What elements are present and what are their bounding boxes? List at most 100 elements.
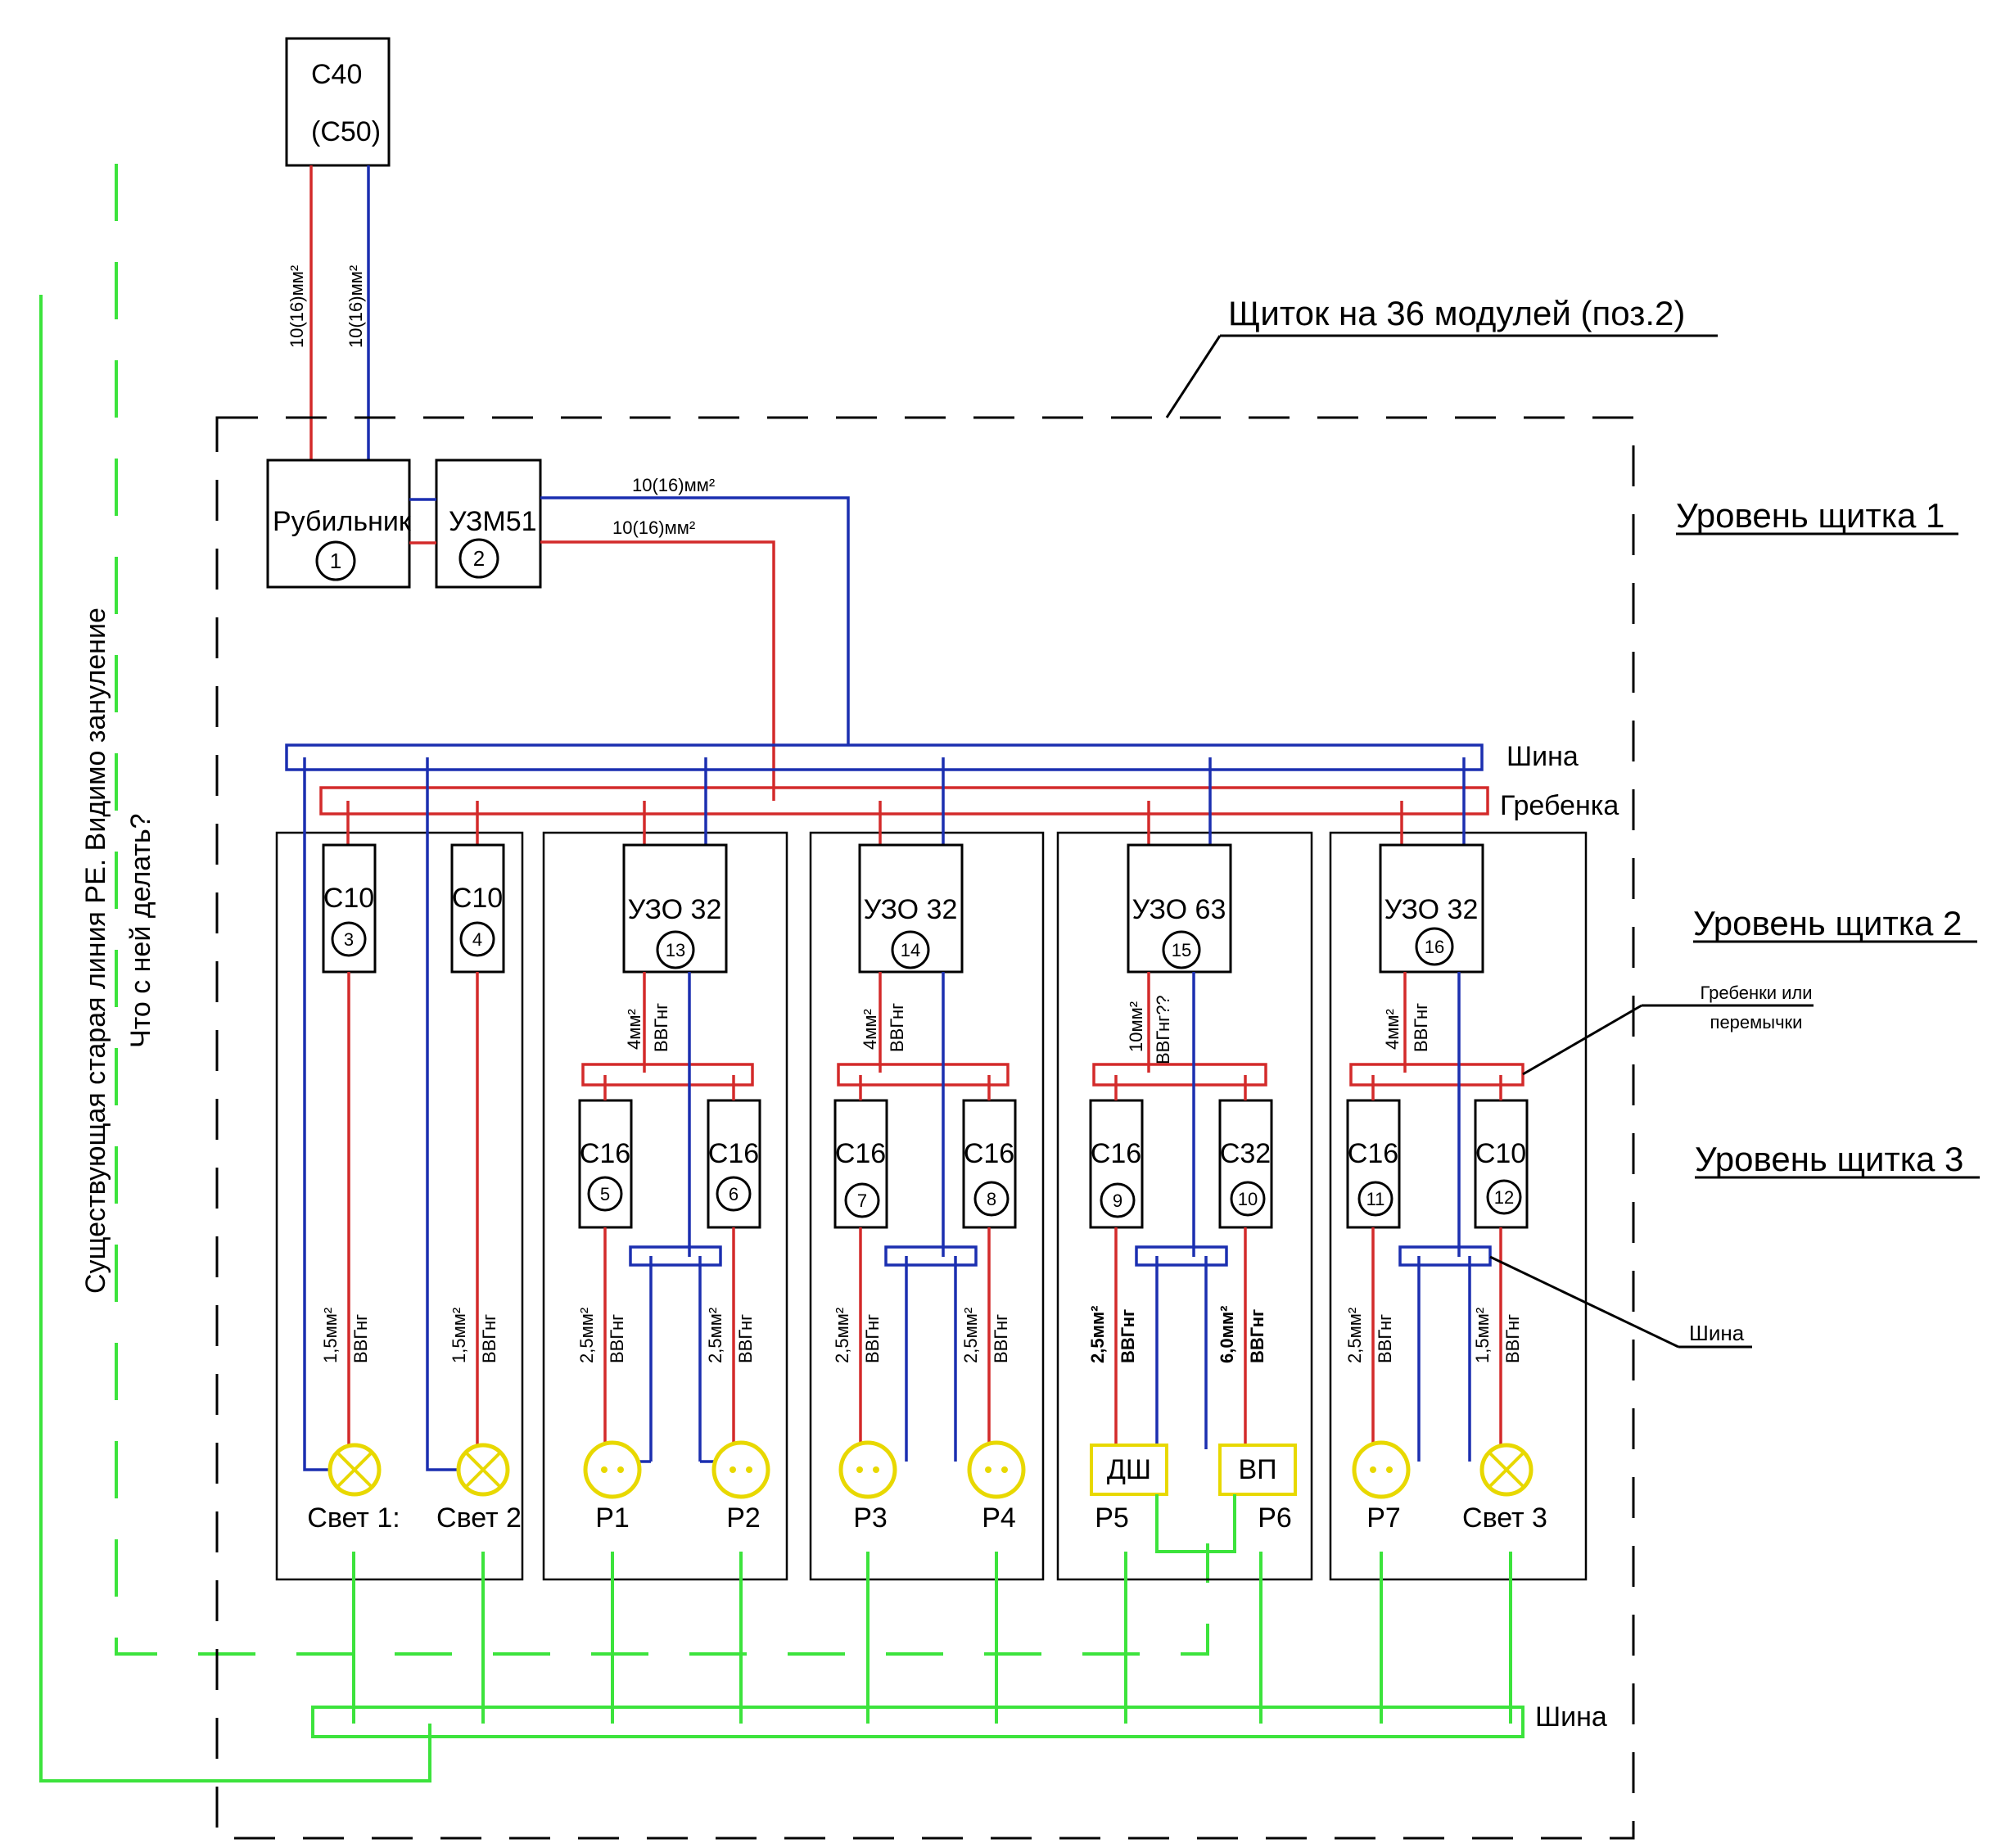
cable-c7: 2,5мм² <box>1087 1306 1108 1363</box>
voltage-relay <box>435 459 542 589</box>
comb-15-drops <box>1114 1075 1247 1100</box>
rcd-16-num: 16 <box>1425 937 1444 957</box>
load-3-label: Р1 <box>595 1502 630 1534</box>
rcd-16-cable-type: ВВГнг <box>1411 1003 1431 1052</box>
breaker-9-label: С16 <box>1091 1138 1141 1169</box>
cable-c1: 1,5мм² <box>320 1308 341 1363</box>
main-switch <box>266 459 411 589</box>
relay-phase-cable: 10(16)мм² <box>612 517 695 538</box>
cable-c7-type: ВВГнг <box>1118 1309 1138 1363</box>
phase-comb-label: Гребенка <box>1500 790 1619 821</box>
nbus-15 <box>1135 1245 1228 1267</box>
old-pe-line <box>39 295 431 1782</box>
breaker-10-label: С32 <box>1220 1138 1271 1169</box>
nbus-13-frame <box>649 1256 702 1462</box>
panel-frame <box>215 416 1635 1840</box>
cable-c5-type: ВВГнг <box>862 1314 883 1363</box>
comb-14-drops <box>859 1075 991 1100</box>
socket-p1 <box>583 1440 642 1499</box>
cable-c10: 1,5мм² <box>1472 1308 1493 1363</box>
breaker-9-num-circle <box>1100 1182 1136 1218</box>
cable-c2-type: ВВГнг <box>479 1314 499 1363</box>
old-pe-dashed-line <box>115 164 1209 1656</box>
breaker-11-label: С16 <box>1348 1138 1398 1169</box>
level-1-label: Уровень щитка 1 <box>1676 496 1945 535</box>
nbus-15-frame <box>1155 1256 1208 1449</box>
breaker-4-label: С10 <box>452 883 503 914</box>
comb-13 <box>581 1063 754 1087</box>
circuit-cable-labels: 1,5мм² ВВГнг 1,5мм² ВВГнг 2,5мм² ВВГнг 2… <box>320 1306 1523 1363</box>
breaker-11-num-circle <box>1357 1181 1393 1217</box>
breaker-4-num-circle <box>459 921 495 957</box>
comb-13-drops <box>603 1075 735 1100</box>
rcd-13-num-circle <box>656 930 695 969</box>
earth-bus-label: Шина <box>1535 1701 1607 1733</box>
lamp-1 <box>327 1443 382 1497</box>
comb-callout-leader <box>1522 1004 1642 1076</box>
cable-c9: 2,5мм² <box>1344 1308 1365 1363</box>
load-1-label: Свет 1: <box>307 1502 400 1534</box>
breaker-12-num-circle <box>1486 1179 1522 1215</box>
breaker-6-num: 6 <box>729 1184 739 1204</box>
nbus-callout-leader <box>1489 1255 1679 1349</box>
comb-15 <box>1092 1063 1267 1087</box>
cable-c5: 2,5мм² <box>832 1308 852 1363</box>
breaker-3-num: 3 <box>344 929 354 950</box>
cable-c1-type: ВВГнг <box>350 1314 371 1363</box>
group-frame-5 <box>1329 831 1588 1581</box>
breaker-9-num: 9 <box>1113 1191 1122 1211</box>
breaker-8-num-circle <box>973 1181 1010 1217</box>
group-frame-1 <box>275 831 524 1581</box>
rcd-14-cable: 4мм² <box>860 1009 880 1050</box>
breaker-5-num-circle <box>587 1176 623 1212</box>
relay-neutral-cable: 10(16)мм² <box>632 475 715 495</box>
circuit-2-neutral <box>426 757 458 1471</box>
load-box-vp-label: ВП <box>1238 1454 1276 1485</box>
socket-p7 <box>1352 1440 1411 1499</box>
socket-p4 <box>967 1440 1026 1499</box>
breaker-10-num-circle <box>1230 1181 1266 1217</box>
breaker-5-label: С16 <box>580 1138 630 1169</box>
side-note-line2: Что с ней делать? <box>125 813 156 1048</box>
breaker-3-num-circle <box>331 921 367 957</box>
lamp-3 <box>1479 1443 1534 1497</box>
breaker-7-num-circle <box>844 1182 880 1218</box>
cable-c10-type: ВВГнг <box>1502 1314 1523 1363</box>
neutral-bus <box>285 743 1484 771</box>
main-switch-num-circle <box>315 540 356 581</box>
rcd-14-num-circle <box>891 930 930 969</box>
panel-title: Щиток на 36 модулей (поз.2) <box>1228 294 1685 332</box>
breaker-10-num: 10 <box>1238 1189 1258 1209</box>
cable-c6: 2,5мм² <box>960 1308 981 1363</box>
relay-to-bus-neutral <box>540 496 850 745</box>
level-3-label: Уровень щитка 3 <box>1695 1140 1963 1178</box>
voltage-relay-num-circle <box>458 538 499 579</box>
rcd-14-num: 14 <box>901 940 920 960</box>
cable-c3: 2,5мм² <box>576 1308 597 1363</box>
rcd-13-num: 13 <box>666 940 685 960</box>
main-switch-num: 1 <box>330 549 341 573</box>
rcd-16 <box>1379 843 1484 974</box>
breaker-6-num-circle <box>716 1176 752 1212</box>
input-breaker <box>285 37 391 167</box>
comb-callout-line1: Гребенки или <box>1700 983 1812 1003</box>
earth-drops <box>352 1552 1512 1724</box>
side-note-line1: Существующая старая линия PE. Видимо зан… <box>80 608 111 1294</box>
cable-c3-type: ВВГнг <box>607 1314 627 1363</box>
breaker-8-num: 8 <box>987 1189 996 1209</box>
main-switch-label: Рубильник <box>273 506 412 537</box>
breaker-8-label: С16 <box>964 1138 1014 1169</box>
rcd-14-cable-type: ВВГнг <box>887 1003 907 1052</box>
load-box-dsh-label: ДШ <box>1107 1454 1151 1485</box>
rcd-13-cable: 4мм² <box>624 1009 644 1050</box>
rcd-16-cable: 4мм² <box>1382 1009 1403 1050</box>
feeder-neutral-cable: 10(16)мм² <box>346 265 366 348</box>
nbus-14 <box>884 1245 978 1267</box>
cable-c6-type: ВВГнг <box>991 1314 1011 1363</box>
cable-c4: 2,5мм² <box>705 1308 725 1363</box>
feeder-phase-cable: 10(16)мм² <box>287 265 307 348</box>
rcd-14-label: УЗО 32 <box>864 894 958 925</box>
breaker-12-label: С10 <box>1475 1138 1526 1169</box>
breaker-7-label: С16 <box>835 1138 886 1169</box>
rcd-15 <box>1127 843 1232 974</box>
